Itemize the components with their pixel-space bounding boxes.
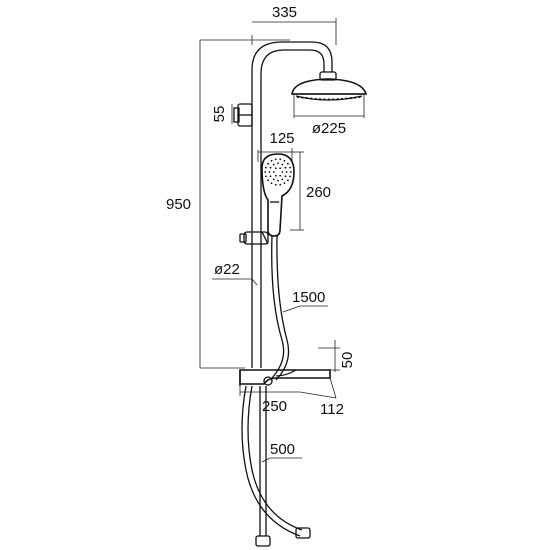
dim-shelf-depth: 112 xyxy=(299,377,344,418)
hand-nozzle-dot xyxy=(270,182,273,185)
wall-bracket xyxy=(233,103,253,127)
hand-nozzle-dot xyxy=(272,171,275,173)
label-total-height: 950 xyxy=(166,196,191,213)
hand-nozzle-dot xyxy=(279,174,282,177)
label-arm-reach: 335 xyxy=(272,4,297,21)
hand-nozzle-dot xyxy=(269,166,272,169)
hand-nozzle-dot xyxy=(268,171,271,173)
dim-shelf-height: 50 xyxy=(318,340,356,372)
dim-hose-length: 1500 xyxy=(282,289,328,313)
hand-nozzle-dot xyxy=(283,182,286,185)
hand-nozzle-dot xyxy=(267,179,270,182)
hand-nozzle-dot xyxy=(272,163,275,166)
shelf-unit xyxy=(239,369,331,386)
dim-bracket-offset: 55 xyxy=(211,104,233,124)
hand-nozzle-dot xyxy=(269,175,272,178)
hand-nozzle-dot xyxy=(281,171,284,173)
hand-nozzle-dot xyxy=(286,179,289,182)
hand-nozzle-dot xyxy=(279,158,282,161)
hand-nozzle-dot xyxy=(277,162,279,165)
dim-hand-length: 260 xyxy=(290,151,331,231)
hand-shower xyxy=(261,153,295,237)
label-shelf-depth: 112 xyxy=(320,401,344,418)
hand-nozzle-dot xyxy=(284,166,287,169)
dim-total-height: 950 xyxy=(166,39,290,369)
hand-nozzle-dot xyxy=(274,183,277,186)
hand-nozzle-dot xyxy=(289,175,292,178)
label-bracket-offset: 55 xyxy=(211,106,228,123)
hand-nozzle-dot xyxy=(279,183,282,186)
hand-nozzle-dot xyxy=(289,166,292,169)
hand-nozzle-dot xyxy=(281,178,284,181)
hand-nozzle-dot xyxy=(281,163,284,166)
riser-rail xyxy=(251,41,333,368)
hand-nozzle-dot xyxy=(264,171,266,173)
label-inlet-hose: 500 xyxy=(270,441,295,458)
hand-shower-hose xyxy=(271,235,290,381)
inlet-hose xyxy=(241,385,311,547)
hand-nozzle-dot xyxy=(264,175,267,178)
hand-nozzle-dot xyxy=(274,174,277,177)
label-hose-length: 1500 xyxy=(292,289,325,306)
hand-nozzle-dot xyxy=(290,171,292,173)
label-rail-diameter: ø22 xyxy=(214,261,240,278)
hand-nozzle-dot xyxy=(274,167,277,170)
hand-nozzle-dot xyxy=(285,171,288,173)
dim-shelf-width: 250 xyxy=(239,386,300,415)
hand-nozzle-dot xyxy=(272,178,275,181)
hand-nozzle-dot xyxy=(267,162,270,165)
dim-arm-reach: 335 xyxy=(251,4,337,45)
label-shelf-height: 50 xyxy=(339,352,356,369)
hand-nozzle-dot xyxy=(279,167,282,170)
hand-nozzle-dot xyxy=(270,159,273,162)
hand-nozzle-dot xyxy=(284,175,287,178)
hand-nozzle-dot xyxy=(274,158,277,161)
slider-holder xyxy=(239,231,269,245)
hand-nozzle-dot xyxy=(264,166,267,169)
dim-head-diameter: ø225 xyxy=(293,94,365,137)
label-head-diameter: ø225 xyxy=(312,120,346,137)
dim-hand-width: 125 xyxy=(257,130,295,162)
label-shelf-width: 250 xyxy=(262,398,287,415)
hand-nozzle-dot xyxy=(286,162,289,165)
dim-rail-diameter: ø22 xyxy=(212,261,258,286)
dim-inlet-hose: 500 xyxy=(261,441,302,463)
label-hand-length: 260 xyxy=(306,184,331,201)
head-shower xyxy=(291,71,368,101)
hand-nozzle-dot xyxy=(283,159,286,162)
hand-nozzle-dot xyxy=(277,179,279,182)
label-hand-width: 125 xyxy=(269,130,294,147)
